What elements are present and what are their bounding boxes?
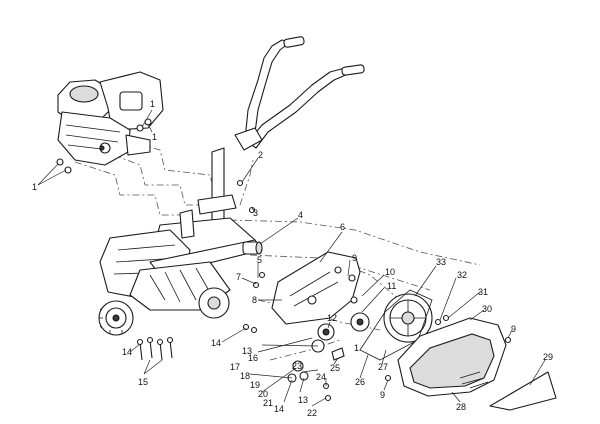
- callout-31: 31: [478, 287, 488, 297]
- callout-21: 21: [263, 398, 273, 408]
- callout-13b: 13: [298, 395, 308, 405]
- front-wheel: [98, 300, 134, 336]
- callout-1b: 1: [152, 132, 157, 142]
- callout-1c: 1: [32, 182, 37, 192]
- outer-belt-cover: [397, 317, 507, 397]
- callout-28: 28: [456, 402, 466, 412]
- callout-29: 29: [543, 352, 553, 362]
- callout-11: 11: [387, 281, 396, 291]
- gear-cluster: [287, 274, 370, 383]
- tine-assembly: [129, 261, 231, 319]
- callout-14b: 14: [211, 338, 221, 348]
- drive-belt: [359, 289, 433, 361]
- callout-14a: 14: [122, 347, 132, 357]
- callout-12: 12: [327, 313, 337, 323]
- callout-16: 16: [248, 353, 258, 363]
- callout-1a: 1: [150, 99, 155, 109]
- callout-15: 15: [138, 377, 148, 387]
- shaft-spacer: [242, 241, 263, 255]
- callout-9a: 9: [352, 253, 357, 263]
- callout-9c: 9: [380, 390, 385, 400]
- engine-assembly: [57, 71, 164, 166]
- callout-5: 5: [257, 255, 262, 265]
- callout-33: 33: [436, 257, 446, 267]
- callout-17: 17: [230, 362, 240, 372]
- handle-assembly: [234, 36, 365, 151]
- callout-7: 7: [236, 272, 241, 282]
- callout-22: 22: [307, 408, 317, 418]
- callout-19: 19: [250, 380, 260, 390]
- leader-lines: [37, 109, 546, 407]
- callout-4: 4: [298, 210, 303, 220]
- callout-24: 24: [316, 372, 326, 382]
- callout-2: 2: [258, 150, 263, 160]
- callout-labels: 1 1 1 2 3 4 5 6 7 8 9 9 9 10 11 12 13 13…: [32, 99, 553, 418]
- inner-belt-cover: [271, 251, 361, 325]
- callout-26: 26: [355, 377, 365, 387]
- callout-6: 6: [340, 222, 345, 232]
- callout-25: 25: [330, 363, 340, 373]
- callout-9b: 9: [511, 324, 516, 334]
- drive-pulley: [383, 293, 433, 343]
- callout-27: 27: [378, 362, 388, 372]
- warning-decal: [489, 371, 557, 411]
- callout-23: 23: [292, 361, 302, 371]
- callout-1d: 1: [354, 343, 359, 353]
- callout-30: 30: [482, 304, 492, 314]
- callout-18: 18: [240, 371, 250, 381]
- callout-10: 10: [385, 267, 395, 277]
- callout-3: 3: [253, 208, 258, 218]
- callout-13a: 13: [242, 346, 252, 356]
- callout-14c: 14: [274, 404, 284, 414]
- fasteners: [56, 118, 512, 402]
- callout-8: 8: [252, 295, 257, 305]
- callout-32: 32: [457, 270, 467, 280]
- callout-20: 20: [258, 389, 268, 399]
